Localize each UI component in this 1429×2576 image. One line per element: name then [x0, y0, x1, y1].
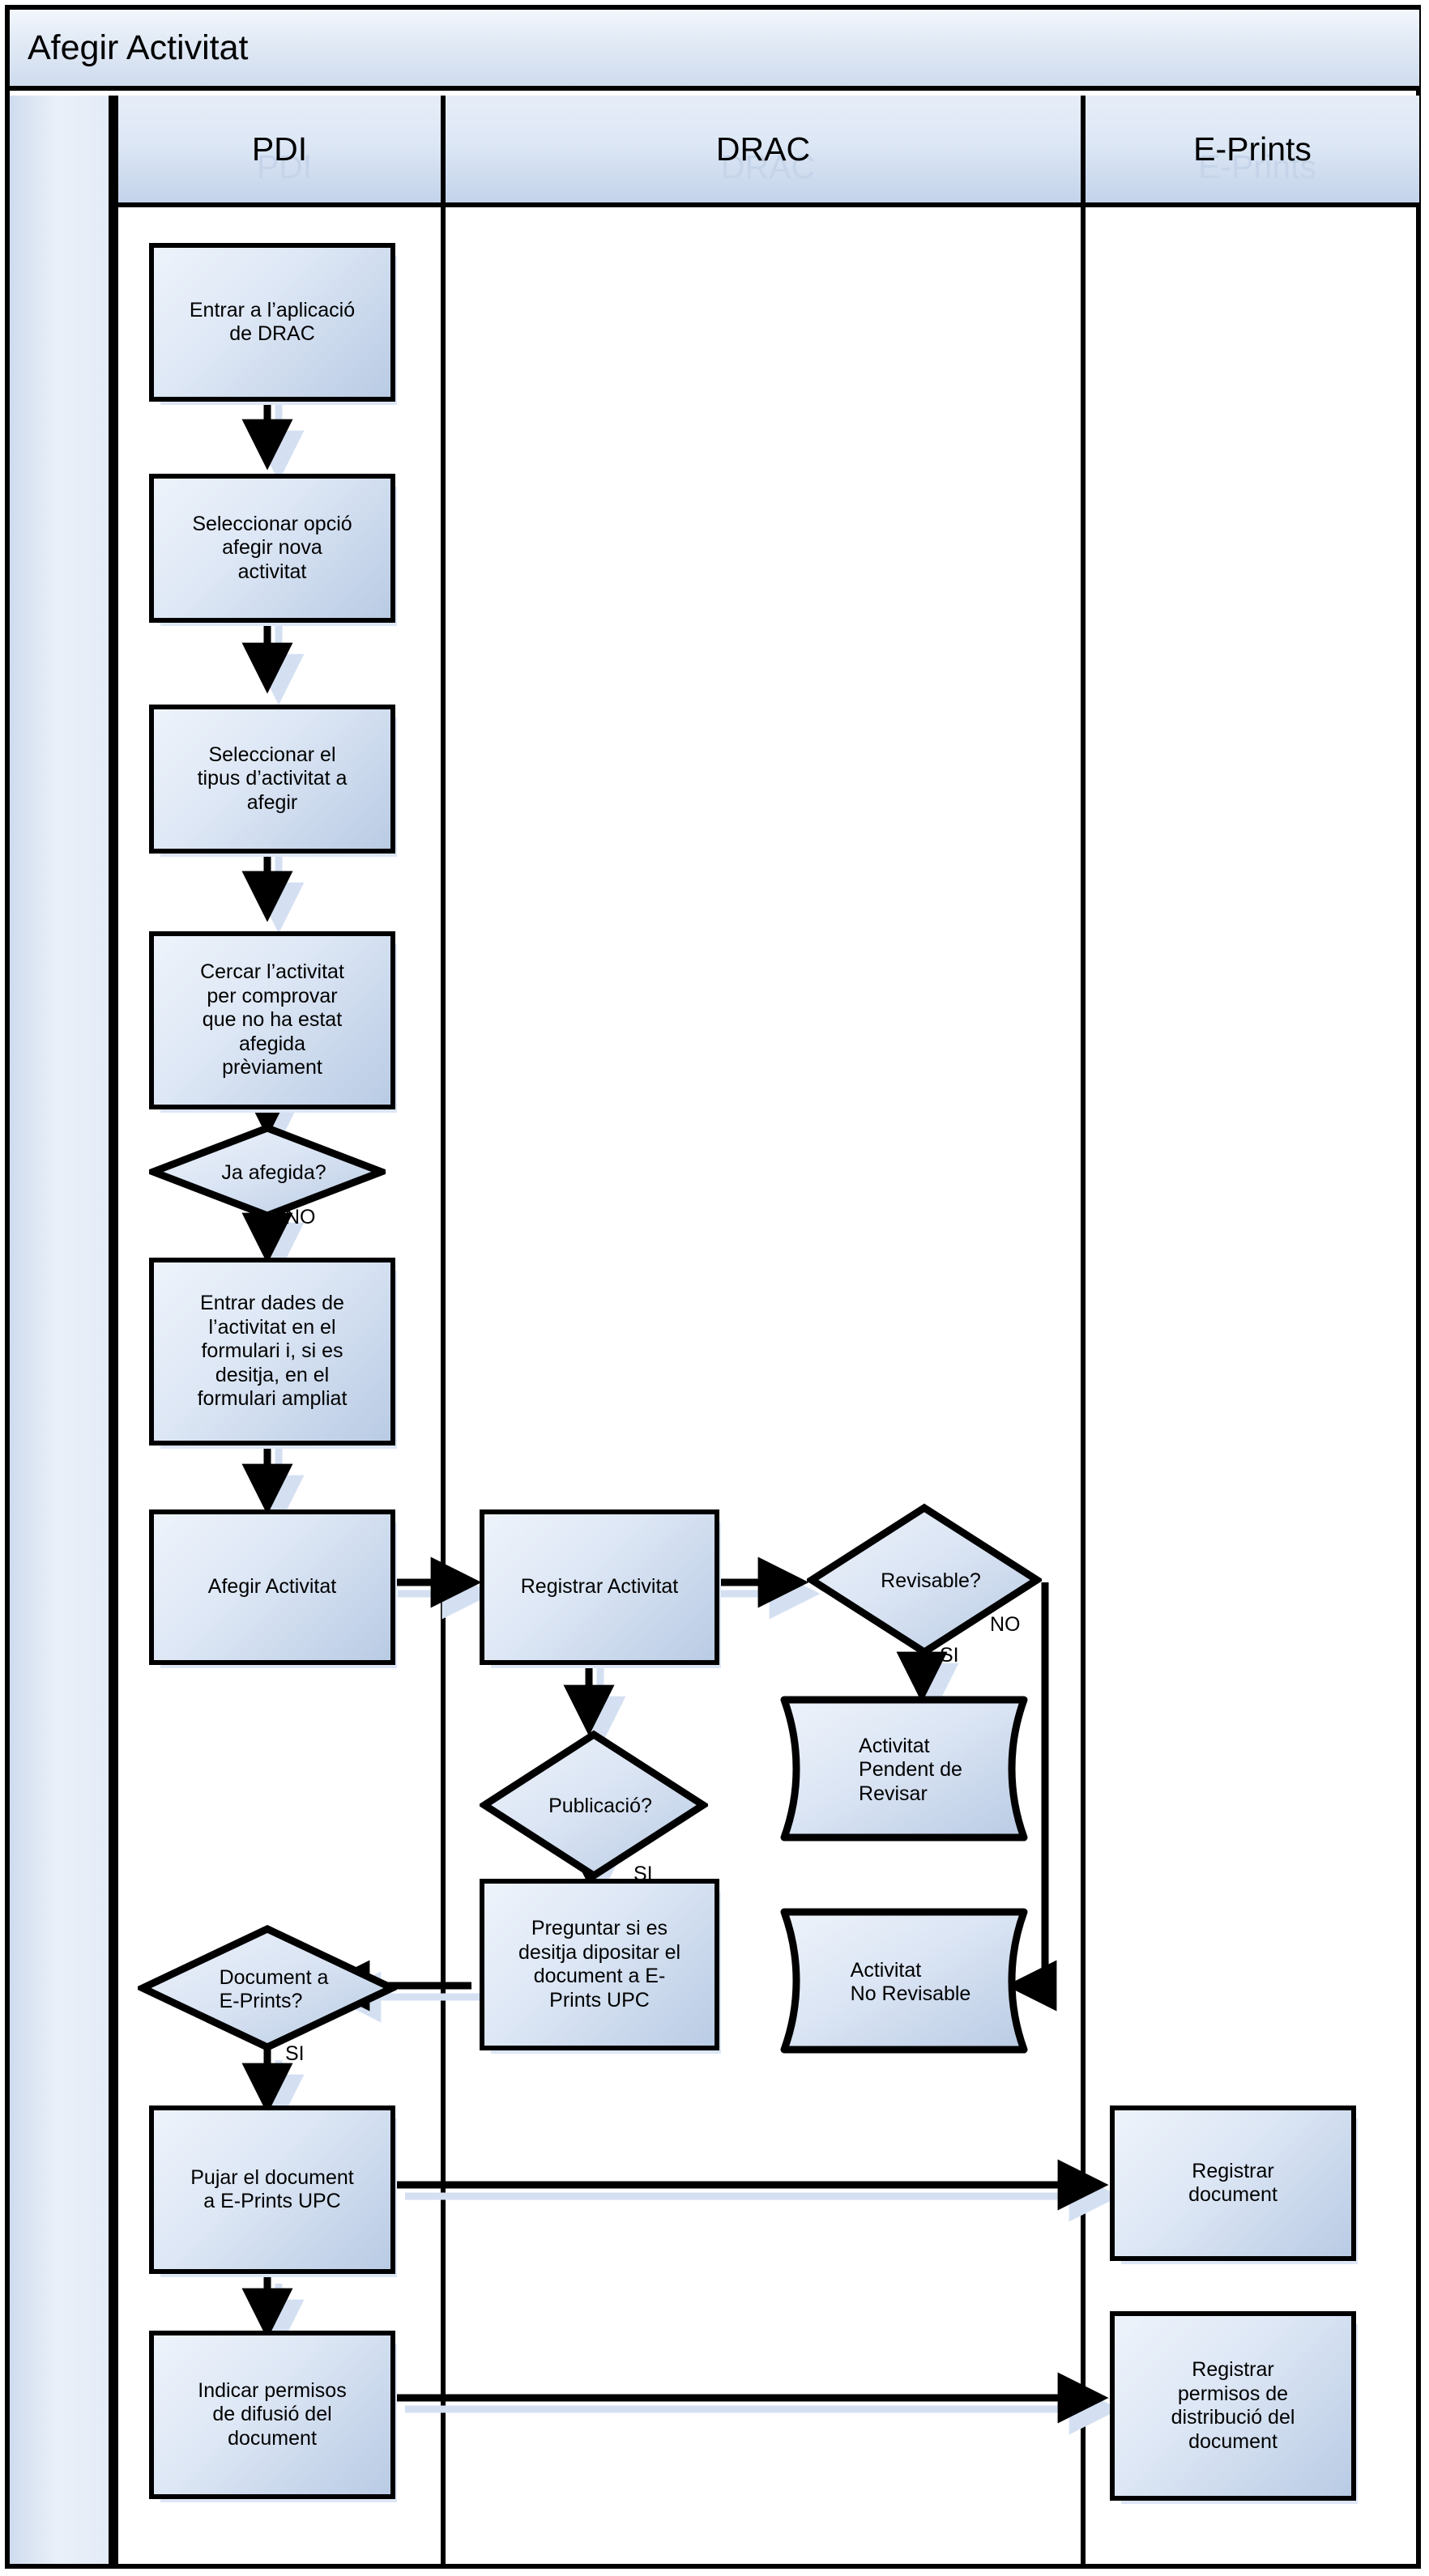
node-cercar-activitat[interactable]: Cercar l’activitat per comprovar que no …: [149, 931, 397, 1113]
node-entrar-dades-formulari[interactable]: Entrar dades de l’activitat en el formul…: [149, 1258, 397, 1449]
edge-label-si-document-eprints: SI: [285, 2042, 305, 2065]
node-afegir-activitat[interactable]: Afegir Activitat: [149, 1509, 397, 1668]
node-registrar-document[interactable]: Registrar document: [1110, 2106, 1358, 2264]
lane-header-eprints: E-Prints E-Prints: [1086, 96, 1419, 207]
node-label: Activitat Pendent de Revisar: [859, 1734, 962, 1805]
node-label: Indicar permisos de difusió del document: [198, 2378, 347, 2450]
node-label: Registrar document: [1188, 2159, 1278, 2207]
swimlane-container: PDI PDI DRAC DRAC E-Prints E-Prints: [113, 96, 1419, 2564]
diagram-title-bar: Afegir Activitat: [10, 10, 1419, 91]
node-label: Registrar permisos de distribució del do…: [1171, 2358, 1295, 2453]
node-label: Afegir Activitat: [207, 1575, 337, 1599]
node-body: Entrar dades de l’activitat en el formul…: [149, 1258, 395, 1446]
node-body: Entrar a l’aplicació de DRAC: [149, 243, 395, 402]
node-label: Preguntar si es desitja dipositar el doc…: [518, 1917, 681, 2012]
node-label: Revisable?: [881, 1569, 981, 1593]
lane-title-ghost-pdi: PDI: [256, 147, 313, 185]
lane-title-ghost-drac: DRAC: [720, 147, 816, 185]
lane-header-drac: DRAC DRAC: [446, 96, 1081, 207]
node-preguntar-dipositar-document[interactable]: Preguntar si es desitja dipositar el doc…: [480, 1879, 721, 2054]
document-shape: [780, 1908, 1028, 2054]
node-body: Afegir Activitat: [149, 1509, 395, 1665]
swimlane-eprints: E-Prints E-Prints: [1081, 96, 1419, 2564]
node-activitat-no-revisable[interactable]: Activitat No Revisable: [779, 1908, 1029, 2054]
node-pujar-document-eprints[interactable]: Pujar el document a E-Prints UPC: [149, 2106, 397, 2277]
node-label: Entrar a l’aplicació de DRAC: [189, 298, 356, 346]
node-label: Seleccionar opció afegir nova activitat: [192, 512, 352, 583]
node-body: Seleccionar opció afegir nova activitat: [149, 474, 395, 623]
left-gutter-band: [10, 96, 113, 2564]
page-title: Afegir Activitat: [28, 28, 249, 67]
node-registrar-permisos-distribucio[interactable]: Registrar permisos de distribució del do…: [1110, 2311, 1358, 2504]
node-document-eprints-decision[interactable]: Document a E-Prints?: [138, 1924, 397, 2052]
node-label: Cercar l’activitat per comprovar que no …: [200, 960, 344, 1079]
node-body: Seleccionar el tipus d’activitat a afegi…: [149, 705, 395, 854]
node-label: Entrar dades de l’activitat en el formul…: [197, 1292, 348, 1411]
node-seleccionar-tipus-activitat[interactable]: Seleccionar el tipus d’activitat a afegi…: [149, 705, 397, 857]
node-label: Ja afegida?: [221, 1161, 326, 1185]
node-body: Registrar permisos de distribució del do…: [1110, 2311, 1356, 2501]
node-body: Registrar document: [1110, 2106, 1356, 2261]
node-indicar-permisos-difusio[interactable]: Indicar permisos de difusió del document: [149, 2331, 397, 2502]
swimlane-drac: DRAC DRAC: [441, 96, 1081, 2564]
lane-title-drac: DRAC: [715, 130, 811, 168]
lane-title-ghost-eprints: E-Prints: [1198, 147, 1316, 185]
node-revisable-decision[interactable]: Revisable?: [807, 1503, 1042, 1657]
node-body: Pujar el document a E-Prints UPC: [149, 2106, 395, 2274]
lane-title-eprints: E-Prints: [1193, 130, 1312, 168]
node-activitat-pendent-revisar[interactable]: Activitat Pendent de Revisar: [779, 1696, 1029, 1842]
node-ja-afegida-decision[interactable]: Ja afegida?: [149, 1124, 386, 1220]
document-shape: [780, 1696, 1028, 1842]
node-body: Cercar l’activitat per comprovar que no …: [149, 931, 395, 1109]
node-body: Preguntar si es desitja dipositar el doc…: [480, 1879, 719, 2050]
lane-title-pdi: PDI: [251, 130, 308, 168]
lane-header-pdi: PDI PDI: [118, 96, 441, 207]
node-body: Indicar permisos de difusió del document: [149, 2331, 395, 2499]
node-publicacio-decision[interactable]: Publicació?: [480, 1730, 708, 1880]
node-registrar-activitat[interactable]: Registrar Activitat: [480, 1509, 721, 1668]
node-body: Registrar Activitat: [480, 1509, 719, 1665]
node-label: Publicació?: [548, 1795, 652, 1818]
node-entrar-aplicacio-drac[interactable]: Entrar a l’aplicació de DRAC: [149, 243, 397, 405]
node-label: Document a E-Prints?: [219, 1965, 329, 2013]
node-seleccionar-opcio-afegir[interactable]: Seleccionar opció afegir nova activitat: [149, 474, 397, 626]
swimlane-pdi: PDI PDI: [113, 96, 441, 2564]
node-label: Seleccionar el tipus d’activitat a afegi…: [197, 743, 348, 814]
node-label: Pujar el document a E-Prints UPC: [190, 2165, 354, 2213]
edge-label-no-revisable: NO: [990, 1613, 1021, 1636]
node-label: Registrar Activitat: [520, 1575, 679, 1599]
node-label: Activitat No Revisable: [850, 1958, 971, 2006]
